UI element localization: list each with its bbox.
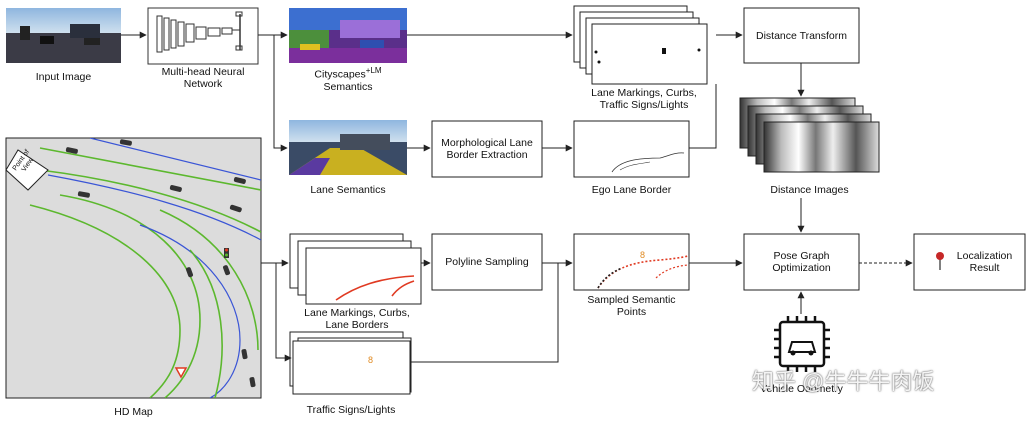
location-pin-icon <box>936 252 944 270</box>
hd-map-graphic <box>5 137 262 399</box>
ego-lane-border-graphic <box>573 120 690 178</box>
ego-lane-label: Ego Lane Border <box>591 184 672 196</box>
lane-markings-stack-top <box>573 5 708 85</box>
network-label: Multi-head Neural Network <box>161 66 245 90</box>
cityscapes-label: Cityscapes+LM Semantics <box>282 65 414 93</box>
vehicle-odometry-label: Vehicle Odometry <box>760 383 843 395</box>
polyline-sampling-box: Polyline Sampling <box>445 256 529 268</box>
traffic-signs-stack: 8 <box>289 331 412 395</box>
svg-text:8: 8 <box>640 250 645 260</box>
cityscapes-tail: Semantics <box>323 80 373 93</box>
lane-markings-top-label: Lane Markings, Curbs, Traffic Signs/Ligh… <box>591 87 697 111</box>
connectors <box>121 31 913 363</box>
lane-semantics-thumbnail <box>289 120 407 175</box>
localization-box: Localization Result <box>956 250 1013 274</box>
hd-map-label: HD Map <box>114 406 153 418</box>
cityscapes-semantics-thumbnail <box>289 8 407 63</box>
distance-images-stack <box>739 97 880 173</box>
cityscapes-base: Cityscapes <box>314 68 366 81</box>
traffic-signs-label: Traffic Signs/Lights <box>306 404 396 416</box>
svg-text:8: 8 <box>368 355 373 365</box>
vehicle-chip-icon <box>774 316 830 372</box>
watermark: 知乎 @牛牛牛肉饭 <box>752 369 935 394</box>
neural-network-graphic <box>147 7 259 65</box>
pose-graph-box: Pose Graph Optimization <box>772 250 831 274</box>
cityscapes-superscript: +LM <box>365 66 382 75</box>
distance-transform-box: Distance Transform <box>755 29 848 42</box>
input-image-thumbnail <box>6 8 121 63</box>
sampled-points-graphic: 8 <box>573 233 690 291</box>
input-image-label: Input Image <box>35 71 92 83</box>
sampled-points-label: Sampled Semantic Points <box>587 294 676 318</box>
lane-markings-stack-mid <box>289 233 422 305</box>
lane-semantics-label: Lane Semantics <box>310 184 386 196</box>
lane-markings-mid-label: Lane Markings, Curbs, Lane Borders <box>304 307 410 331</box>
morph-extraction-box: Morphological Lane Border Extraction <box>441 137 533 161</box>
distance-images-label: Distance Images <box>770 184 849 196</box>
